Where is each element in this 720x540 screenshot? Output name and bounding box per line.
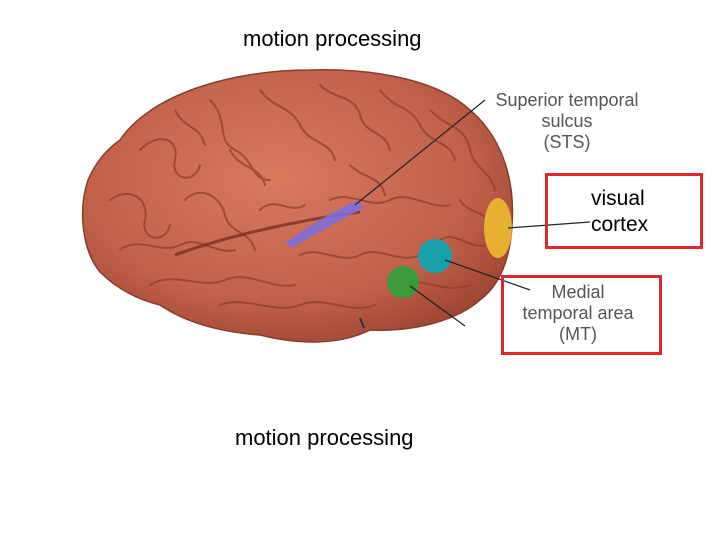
sts-label-line-1: Superior temporal [495,90,639,110]
sts-label: Superior temporal sulcus (STS) [482,90,652,153]
mt-label: Medial temporal area (MT) [508,282,648,345]
mt-leader-line-1 [444,259,531,291]
title-top: motion processing [243,26,422,51]
mt-label-line-2: temporal area [522,303,634,323]
visual-cortex-label-line-1: visual [591,187,645,210]
mt-label-line-3: (MT) [559,324,597,344]
mt-highlight-box [501,275,662,355]
visual-cortex-label: visual cortex [591,186,648,238]
visual-cortex-region [484,198,512,258]
brainstem [359,317,365,329]
visual-cortex-label-line-2: cortex [591,213,649,236]
brain-gyri [109,84,496,309]
mt-region [418,239,452,273]
sts-region [286,200,364,248]
mst-region [387,266,419,298]
sts-label-line-2: sulcus [541,111,593,131]
sts-leader-line [354,99,486,206]
visual-cortex-highlight-box [545,173,703,249]
mt-leader-line-2 [409,285,466,327]
visual-cortex-leader-line [507,221,591,229]
title-bottom: motion processing [235,425,414,450]
sts-label-line-3: (STS) [543,132,591,152]
mt-label-line-1: Medial [551,282,605,302]
